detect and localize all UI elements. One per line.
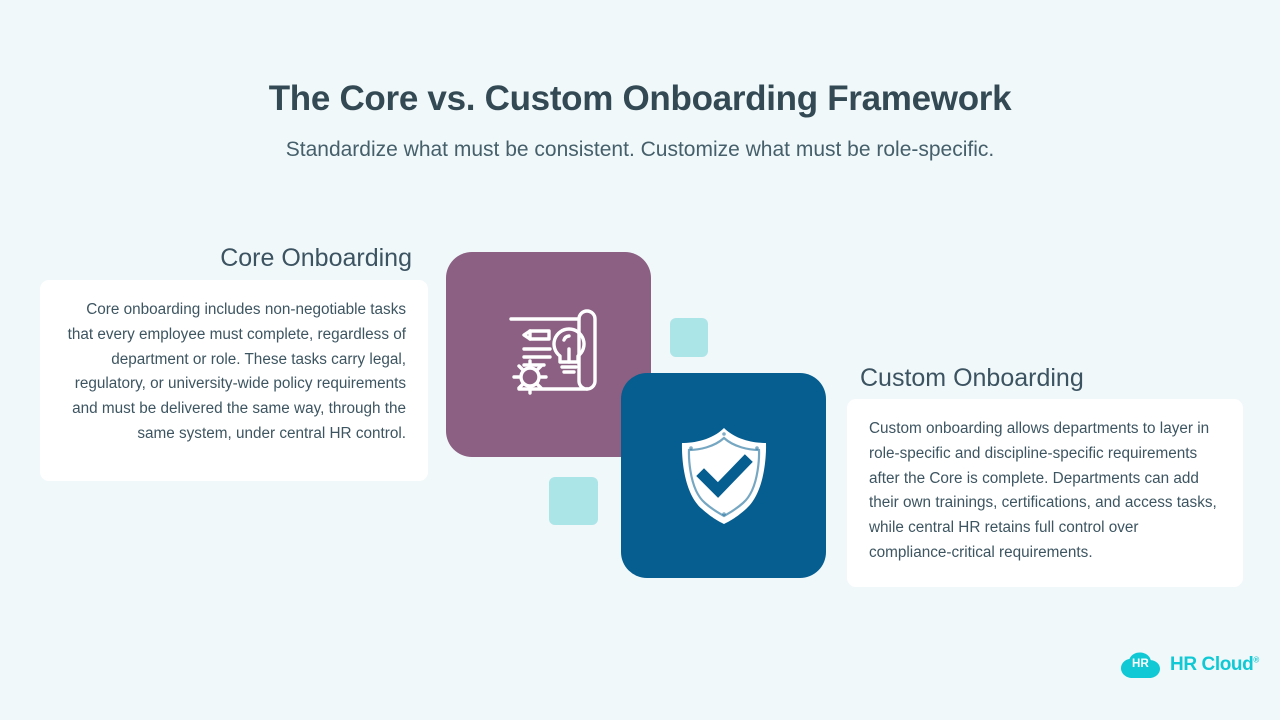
logo-wordmark: HR Cloud® [1170, 655, 1259, 676]
accent-square-bottom [549, 477, 598, 525]
header: The Core vs. Custom Onboarding Framework… [0, 78, 1280, 164]
logo-trademark: ® [1253, 655, 1260, 665]
custom-onboarding-card: Custom onboarding allows departments to … [847, 399, 1243, 587]
page-title: The Core vs. Custom Onboarding Framework [268, 79, 1012, 118]
custom-onboarding-tile [621, 373, 826, 578]
hr-cloud-logo: HR HR Cloud® [1120, 652, 1259, 679]
logo-wordmark-text: HR Cloud [1170, 654, 1254, 675]
blueprint-plan-icon [497, 307, 601, 403]
accent-square-top [670, 318, 708, 357]
page-subtitle: Standardize what must be consistent. Cus… [285, 138, 995, 162]
core-onboarding-card: Core onboarding includes non-negotiable … [40, 280, 428, 481]
core-onboarding-tile [446, 252, 651, 457]
logo-mark-text: HR [1131, 658, 1149, 671]
custom-onboarding-heading: Custom Onboarding [860, 364, 1084, 392]
core-onboarding-body: Core onboarding includes non-negotiable … [67, 301, 406, 442]
custom-onboarding-body: Custom onboarding allows departments to … [869, 420, 1217, 561]
shield-check-icon [674, 424, 774, 528]
cloud-icon: HR [1120, 652, 1161, 679]
core-onboarding-heading: Core Onboarding [220, 244, 412, 272]
